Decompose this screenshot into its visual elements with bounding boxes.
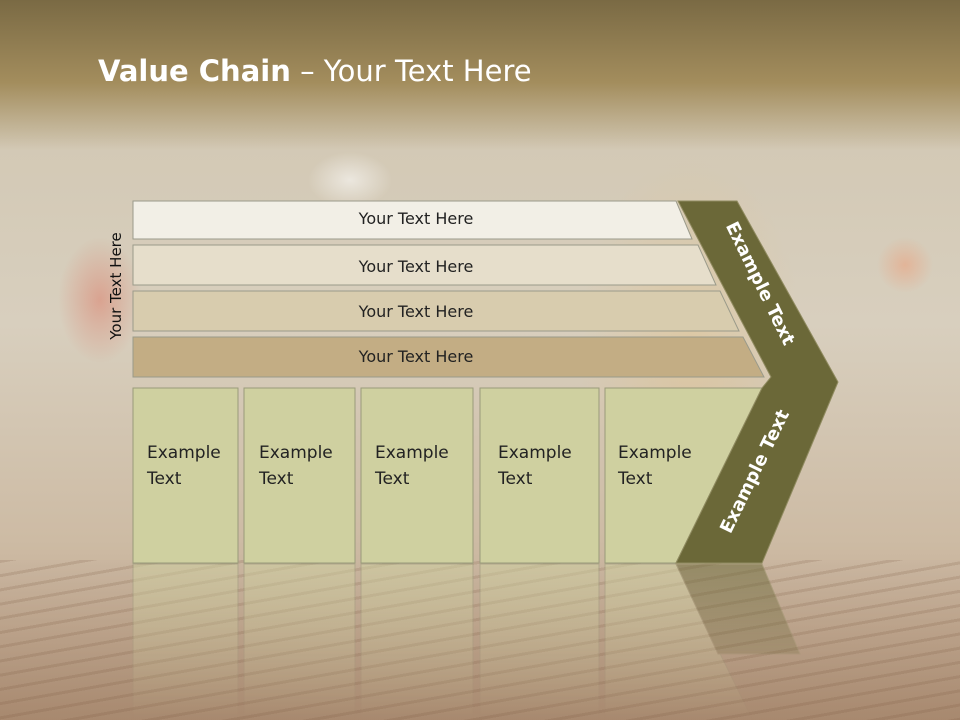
bar-2 [132,244,717,286]
box-2 [243,387,356,564]
title-rest: – Your Text Here [290,54,532,88]
box-4 [479,387,600,564]
box-2-line1: Example [259,443,333,463]
page-title: Value Chain – Your Text Here [98,54,532,88]
box-3 [360,387,474,564]
bar-4-label: Your Text Here [358,347,474,366]
box-5-line2: Text [617,469,653,489]
box-1-line1: Example [147,443,221,463]
bar-4 [132,336,765,378]
box-5-line1: Example [618,443,692,463]
box-1-line2: Text [146,469,182,489]
bar-3 [132,290,740,332]
title-banner [0,0,960,150]
reflection-chevron [675,563,801,655]
reflection-box-2 [243,563,356,720]
reflection-box-1 [132,563,239,720]
chevron-arrow [675,200,839,564]
bar-1 [132,200,693,240]
title-bold: Value Chain [98,54,291,88]
box-3-line1: Example [375,443,449,463]
reflection-box-4 [479,563,600,720]
bar-2-label: Your Text Here [358,257,474,276]
bar-1-label: Your Text Here [358,209,474,228]
box-3-line2: Text [374,469,410,489]
box-4-line1: Example [498,443,572,463]
reflection-box-3 [360,563,474,720]
diagram-reflection [132,563,801,720]
box-1 [132,387,239,564]
bar-row: Your Text Here Your Text Here Your Text … [132,200,765,378]
box-4-line2: Text [497,469,533,489]
box-2-line2: Text [258,469,294,489]
bar-3-label: Your Text Here [358,302,474,321]
